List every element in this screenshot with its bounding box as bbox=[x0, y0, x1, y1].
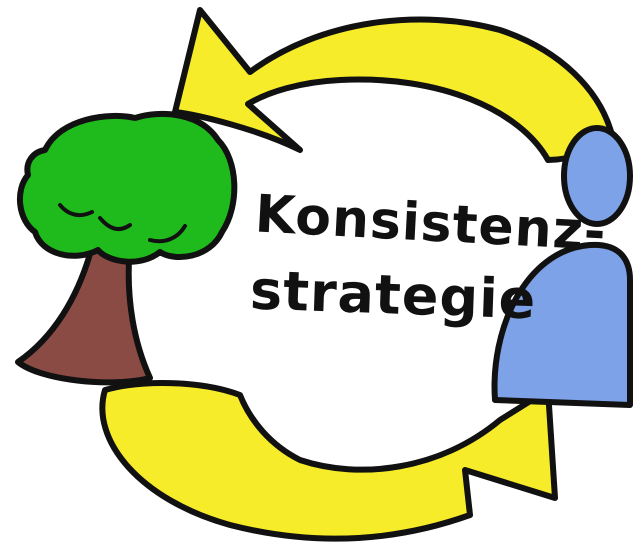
tree-foliage bbox=[16, 110, 238, 265]
title-line-2: strategie bbox=[249, 259, 537, 332]
title-line-1: Konsistenz- bbox=[254, 184, 609, 262]
person-head bbox=[561, 125, 633, 227]
tree-icon bbox=[15, 110, 238, 386]
top-arrow-body bbox=[172, 7, 615, 163]
tree-trunk bbox=[15, 232, 153, 386]
bottom-arrow-body bbox=[99, 380, 558, 542]
bottom-cycle-arrow bbox=[99, 380, 558, 542]
top-cycle-arrow bbox=[172, 7, 615, 163]
person-icon bbox=[491, 125, 633, 408]
person-body bbox=[491, 241, 633, 408]
tree-foliage-detail bbox=[58, 203, 187, 244]
